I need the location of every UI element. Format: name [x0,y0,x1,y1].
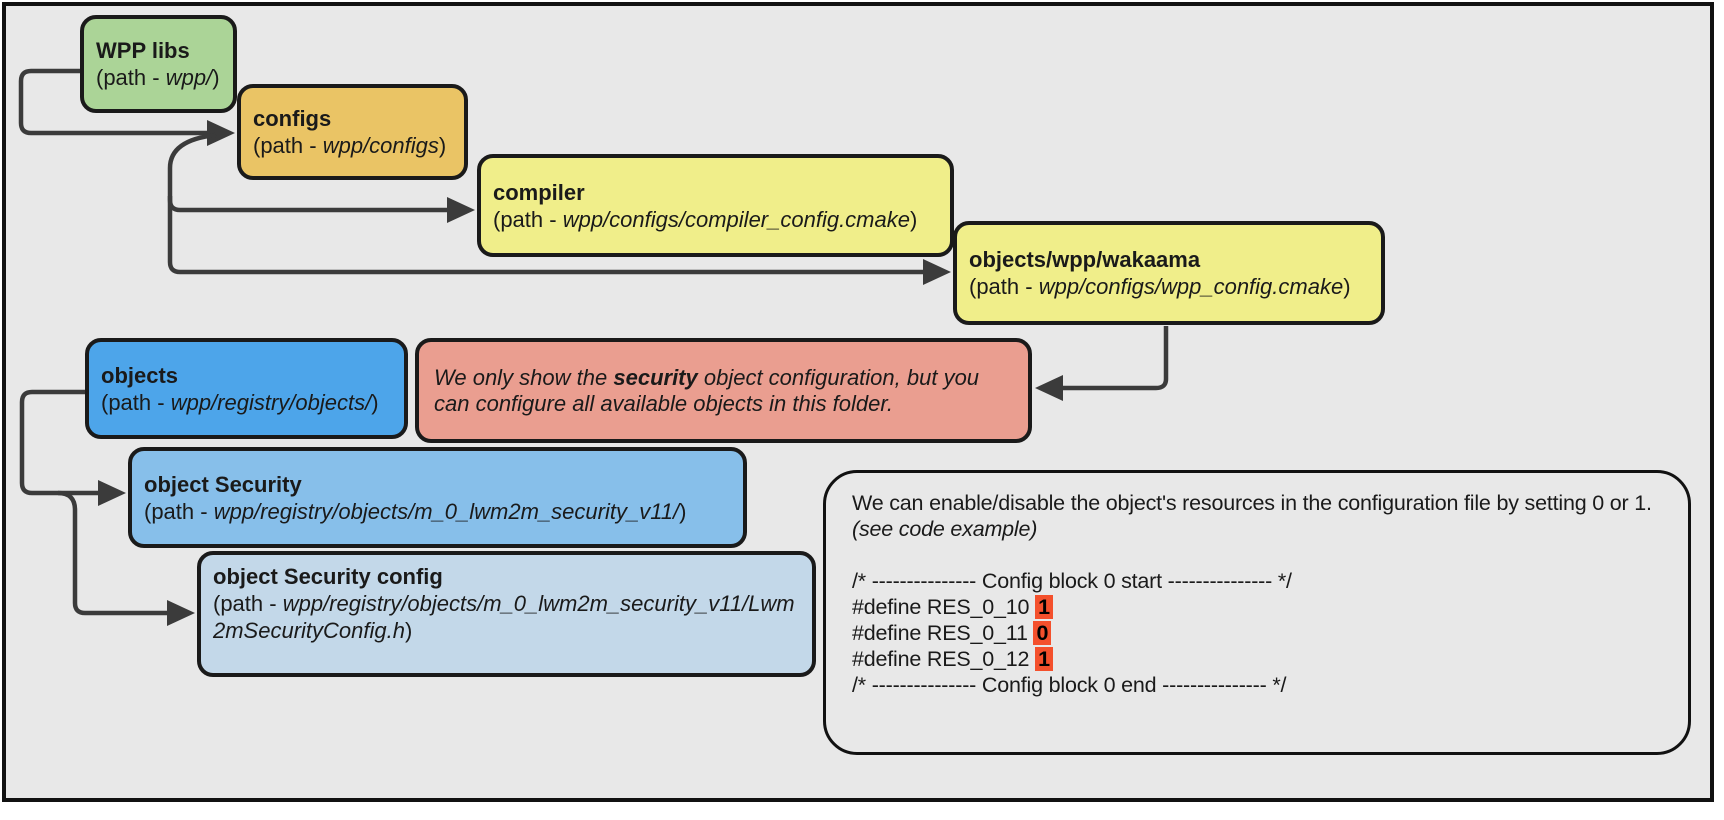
connector-wpp-libs-to-configs [18,68,209,136]
node-path: (path - wpp/configs/compiler_config.cmak… [493,206,918,232]
node-configs: configs (path - wpp/configs) [237,84,468,180]
node-title: objects/wpp/wakaama [969,247,1201,272]
code-panel-intro: We can enable/disable the object's resou… [852,491,1652,541]
node-path: (path - wpp/registry/objects/) [101,389,379,415]
node-object-security-config: object Security config (path - wpp/regis… [197,551,816,677]
arrowhead-icon [167,600,195,626]
arrowhead-icon [1035,375,1063,401]
res-value-highlight: 1 [1035,595,1053,619]
connector-configs-to-wakaama [167,196,925,275]
code-define-res-0-12: #define RES_0_12 1 [852,646,1662,672]
connector-objects-to-object-security [19,389,100,496]
node-title: object Security config [213,564,443,589]
connector-objects-to-object-security-config [57,490,169,616]
code-example-panel: We can enable/disable the object's resou… [823,470,1691,755]
note-security-objects: We only show the security object configu… [415,338,1032,443]
code-define-res-0-11: #define RES_0_11 0 [852,620,1662,646]
connector-wakaama-to-note [1061,326,1169,391]
code-comment-start: /* --------------- Config block 0 start … [852,569,1292,593]
arrowhead-icon [207,120,235,146]
node-title: object Security [144,471,302,497]
note-text: We only show the security object configu… [434,364,980,416]
node-path: (path - wpp/registry/objects/m_0_lwm2m_s… [213,591,795,643]
node-title: WPP libs [96,38,190,63]
code-define-res-0-10: #define RES_0_10 1 [852,594,1662,620]
node-path: (path - wpp/configs) [253,133,447,158]
node-path: (path - wpp/configs/wpp_config.cmake) [969,274,1351,299]
node-objects: objects (path - wpp/registry/objects/) [85,338,408,439]
node-wpp-libs: WPP libs (path - wpp/) [80,15,237,113]
arrowhead-icon [98,480,126,506]
node-title: compiler [493,179,585,205]
res-value-highlight: 0 [1033,621,1052,645]
node-object-security: object Security (path - wpp/registry/obj… [128,447,747,548]
arrowhead-icon [447,197,475,223]
code-comment-end: /* --------------- Config block 0 end --… [852,673,1287,697]
node-title: objects [101,362,179,388]
node-compiler: compiler (path - wpp/configs/compiler_co… [477,154,954,257]
node-path: (path - wpp/registry/objects/m_0_lwm2m_s… [144,498,687,524]
arrowhead-icon [923,259,951,285]
connector-configs-to-compiler [167,132,449,213]
node-objects-wpp-wakaama: objects/wpp/wakaama (path - wpp/configs/… [953,221,1385,325]
node-title: configs [253,106,332,131]
node-path: (path - wpp/) [96,65,220,90]
res-value-highlight: 1 [1035,647,1053,671]
